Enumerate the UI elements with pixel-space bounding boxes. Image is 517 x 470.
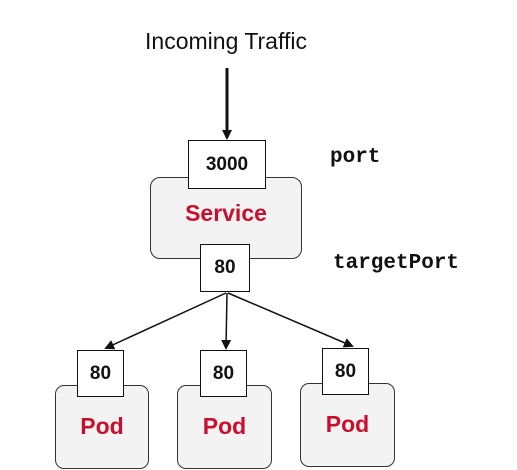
service-port-box: 3000 [188, 140, 266, 189]
pod-port-box-3: 80 [322, 348, 369, 395]
pod-label-3: Pod [325, 411, 370, 437]
pod-label-2: Pod [202, 413, 247, 439]
service-target-port-box: 80 [200, 244, 250, 292]
pod-label-1: Pod [80, 413, 124, 439]
arrow-to-pod-2 [221, 292, 232, 350]
target-port-caption: targetPort [333, 252, 460, 275]
pod-port-box-2: 80 [200, 350, 247, 397]
pod-box-1 [55, 385, 149, 469]
arrow-to-pod-3 [227, 292, 354, 348]
pod-port-box-1: 80 [77, 350, 124, 397]
incoming-traffic-label: Incoming Traffic [145, 28, 307, 54]
pod-box-2 [177, 385, 272, 469]
port-caption: port [330, 146, 381, 169]
service-label: Service [185, 200, 267, 226]
arrow-to-pod-1 [104, 292, 227, 350]
